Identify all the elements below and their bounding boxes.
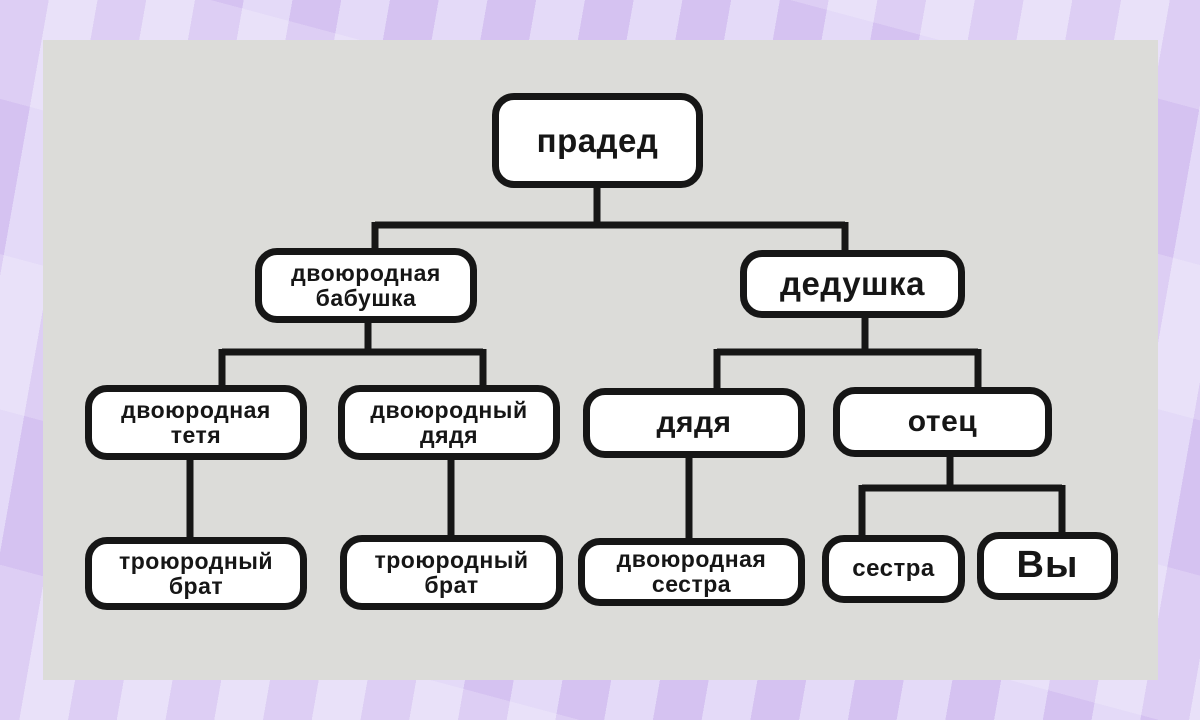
node-you: Вы (977, 532, 1118, 600)
node-second-cousin-left: троюродный брат (85, 537, 307, 610)
node-great-grandfather: прадед (492, 93, 703, 188)
edge-grandfather-children (713, 316, 982, 392)
tree-connector-lines (186, 183, 1066, 540)
node-great-aunt: двоюродная бабушка (255, 248, 477, 323)
node-uncle: дядя (583, 388, 805, 458)
edge-greatgrandfather-children (371, 183, 849, 254)
node-cousin-uncle: двоюродный дядя (338, 385, 560, 460)
node-sister: сестра (822, 535, 965, 603)
node-second-cousin-right: троюродный брат (340, 535, 563, 610)
edge-father-children (858, 455, 1066, 539)
edge-greataunt-children (218, 321, 487, 389)
node-father: отец (833, 387, 1052, 457)
node-grandfather: дедушка (740, 250, 965, 318)
node-cousin-aunt: двоюродная тетя (85, 385, 307, 460)
family-tree-panel: прадед двоюродная бабушка дедушка двоюро… (43, 40, 1158, 680)
node-cousin-sister: двоюродная сестра (578, 538, 805, 606)
